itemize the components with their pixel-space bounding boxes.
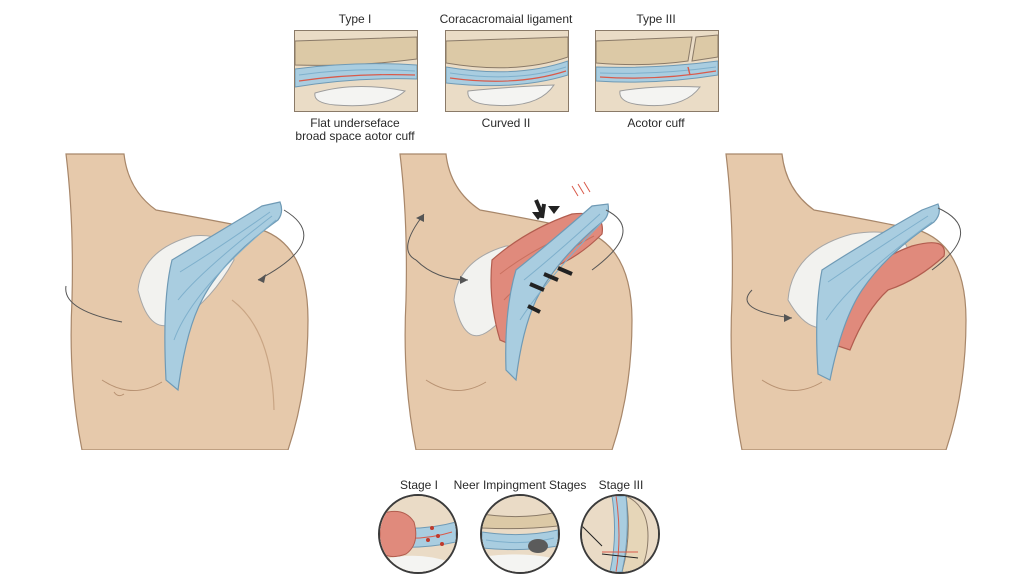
shoulder-tear-illustration <box>722 150 984 450</box>
panel-title: Type I <box>294 12 416 26</box>
stage-3-circle <box>580 494 660 574</box>
stage-3-label: Stage III <box>586 478 656 492</box>
shoulder-impingement-illustration <box>396 150 646 450</box>
acromion-type-2-thumbnail <box>445 30 569 112</box>
stage-1-circle <box>378 494 458 574</box>
acromion-type-1-thumbnail <box>294 30 418 112</box>
panel-caption: Curved II <box>445 116 567 130</box>
panel-caption-line-2: broad space aotor cuff <box>274 129 436 143</box>
shoulder-normal-illustration <box>62 150 332 450</box>
acromion-type-3-thumbnail <box>595 30 719 112</box>
panel-caption: Acotor cuff <box>595 116 717 130</box>
stage-2-circle <box>480 494 560 574</box>
stage-1-label: Stage I <box>384 478 454 492</box>
panel-caption-line-1: Flat underseface <box>274 116 436 130</box>
panel-title: Coracacromaial ligament <box>425 12 587 26</box>
neer-stages-title: Neer Impingment Stages <box>452 478 588 492</box>
panel-title: Type III <box>595 12 717 26</box>
